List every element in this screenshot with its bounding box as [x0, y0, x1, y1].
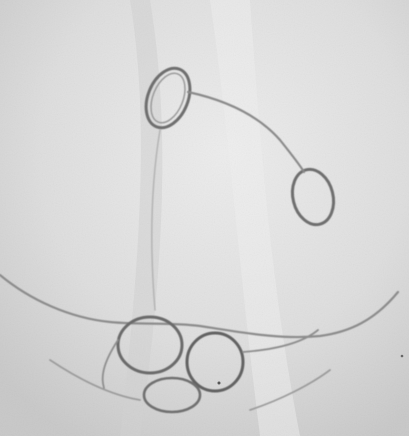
pencil-speck [218, 382, 221, 385]
pencil-speck [401, 355, 404, 358]
